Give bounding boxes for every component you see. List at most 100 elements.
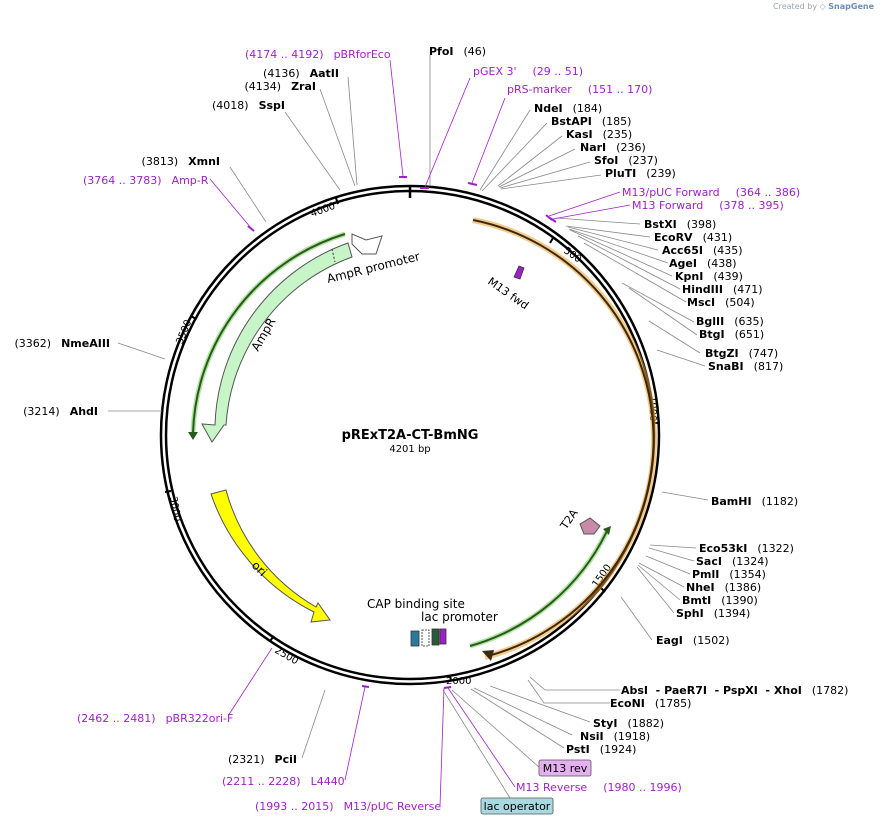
absi-leader	[529, 676, 620, 691]
primer-position: (1980 .. 1996)	[603, 781, 682, 794]
tick-label-2500: 2500	[273, 645, 301, 667]
enzyme-name: Acc65I	[662, 244, 703, 257]
enzyme-position: (46)	[464, 45, 487, 58]
primer-position: (4174 .. 4192)	[245, 48, 324, 61]
l4440-marker	[361, 685, 370, 688]
enzyme-name: SacI	[696, 555, 722, 568]
prsmarker-leader	[471, 97, 506, 184]
primer-name: pBR322ori-F	[166, 712, 234, 725]
svg-text:(3813)XmnI: (3813)XmnI	[142, 155, 220, 168]
eco53ki-leader	[649, 544, 697, 549]
svg-text:EcoNI(1785): EcoNI(1785)	[610, 697, 691, 710]
enzyme-name: NheI	[686, 581, 715, 594]
svg-text:SnaBI(817): SnaBI(817)	[708, 360, 783, 373]
aatii-leader	[347, 76, 358, 186]
enzyme-position: (3214)	[23, 405, 60, 418]
credit-prefix: Created by	[773, 2, 818, 11]
zrai-leader	[319, 88, 356, 187]
primer-labels: (4174 .. 4192)pBRforEco pGEX 3' (29 .. 51…	[77, 48, 800, 813]
right-enzyme-labels: PfoI (46) NdeI(184) BstAPI(185) KasI(235)…	[429, 45, 848, 756]
hindiii-leader	[577, 235, 681, 290]
enzyme-position: (1785)	[655, 697, 692, 710]
enzyme-name: BglII	[696, 315, 724, 328]
primer-markers	[247, 176, 557, 689]
pluti-leader	[500, 174, 602, 190]
enzyme-name: BtgZI	[705, 347, 739, 360]
nari-leader	[498, 148, 576, 188]
svg-text:BstAPI(185): BstAPI(185)	[551, 115, 631, 128]
enzyme-name: SfoI	[594, 154, 618, 167]
svg-text:(4018)SspI: (4018)SspI	[212, 99, 285, 112]
svg-text:KasI(235): KasI(235)	[566, 128, 632, 141]
tick-3500	[190, 315, 197, 320]
sphi-leader	[636, 566, 675, 614]
kpni-leader	[569, 229, 673, 277]
bstapi-leader	[481, 122, 548, 192]
left-enzyme-labels: (2321)PciI (3214)AhdI (3362)NmeAIII (381…	[15, 67, 340, 766]
lacoperator-box-leader	[442, 689, 511, 799]
primer-name: Amp-R	[172, 174, 209, 187]
enzyme-position: (1390)	[721, 594, 758, 607]
orange-feature-arrowhead	[482, 650, 494, 661]
bglii-leader	[621, 282, 695, 323]
tick-500	[549, 237, 554, 244]
svg-text:(4136)AatII: (4136) AatII	[263, 67, 339, 80]
svg-text:PfoI(46): PfoI (46)	[429, 45, 486, 58]
primer-name: pGEX 3'	[473, 65, 517, 78]
primer-leader-lines	[209, 59, 631, 807]
primer-position: (1993 .. 2015)	[255, 800, 334, 813]
primer-name: M13/pUC Forward	[622, 186, 720, 199]
m13fwd-leader	[552, 204, 631, 220]
primer-name: M13 Forward	[632, 199, 703, 212]
ndei-leader	[479, 109, 531, 191]
enzyme-position: (4136)	[263, 67, 300, 80]
svg-text:AbsI - PaeR7I - PspXI - Xho: AbsI - PaeR7I - PspXI - XhoI(1782)	[621, 684, 848, 697]
enzyme-position: (239)	[646, 167, 676, 180]
enzyme-name: AgeI	[669, 257, 697, 270]
enzyme-position: (1182)	[762, 495, 799, 508]
primer-name: M13/pUC Reverse	[344, 800, 442, 813]
enzyme-name: PfoI	[429, 45, 454, 58]
enzyme-position: (236)	[616, 141, 646, 154]
svg-text:NdeI(184): NdeI(184)	[534, 102, 602, 115]
ampr-primer-marker	[247, 225, 255, 232]
lac-promoter-block	[421, 629, 430, 647]
svg-text:(4134)ZraI: (4134)ZraI	[245, 80, 317, 93]
svg-text:BmtI(1390): BmtI(1390)	[682, 594, 758, 607]
svg-text:(4174 .. 4192)pBRforEco: (4174 .. 4192)pBRforEco	[245, 48, 391, 61]
snapgene-credit: Created by ◇ SnapGene	[773, 2, 874, 11]
enzyme-position: (1924)	[600, 743, 637, 756]
agei-leader	[568, 228, 669, 264]
enzyme-name: SphI	[676, 607, 704, 620]
svg-text:AgeI(438): AgeI(438)	[669, 257, 737, 270]
enzyme-name: StyI	[593, 717, 617, 730]
primer-name: pRS-marker	[507, 83, 572, 96]
enzyme-position: (398)	[687, 218, 717, 231]
green-left-feature-arrowhead	[188, 432, 198, 440]
enzyme-position: (1502)	[693, 634, 730, 647]
svg-text:(3214)AhdI: (3214)AhdI	[23, 405, 98, 418]
enzyme-position: (471)	[733, 283, 763, 296]
tick-label-2000: 2000	[446, 676, 471, 687]
snapgene-logo-icon: ◇	[819, 2, 826, 11]
enzyme-position: (651)	[735, 328, 765, 341]
prsmarker-marker	[467, 182, 478, 186]
enzyme-name: SspI	[259, 99, 285, 112]
pbr322ori-leader	[227, 647, 273, 717]
green-feature-arrowhead	[603, 526, 611, 535]
m13-fwd-arrow	[513, 265, 525, 280]
enzyme-position: (2321)	[228, 753, 265, 766]
svg-text:KpnI(439): KpnI(439)	[675, 270, 743, 283]
enzyme-name: AatII	[310, 67, 339, 80]
lac-operator-box	[480, 797, 554, 815]
enzyme-name: BstAPI	[551, 115, 592, 128]
svg-text:(3764 .. 3783)Amp-R: (3764 .. 3783)Amp-R	[83, 174, 209, 187]
enzyme-name: KpnI	[675, 270, 703, 283]
primer-position: (151 .. 170)	[588, 83, 653, 96]
primer-position: (29 .. 51)	[533, 65, 584, 78]
m13rev-marker	[443, 686, 452, 689]
svg-text:NsiI(1918): NsiI(1918)	[580, 730, 650, 743]
nsii-leader	[473, 687, 573, 736]
green-left-feature-arc	[192, 233, 346, 434]
btgzi-leader	[648, 320, 701, 354]
